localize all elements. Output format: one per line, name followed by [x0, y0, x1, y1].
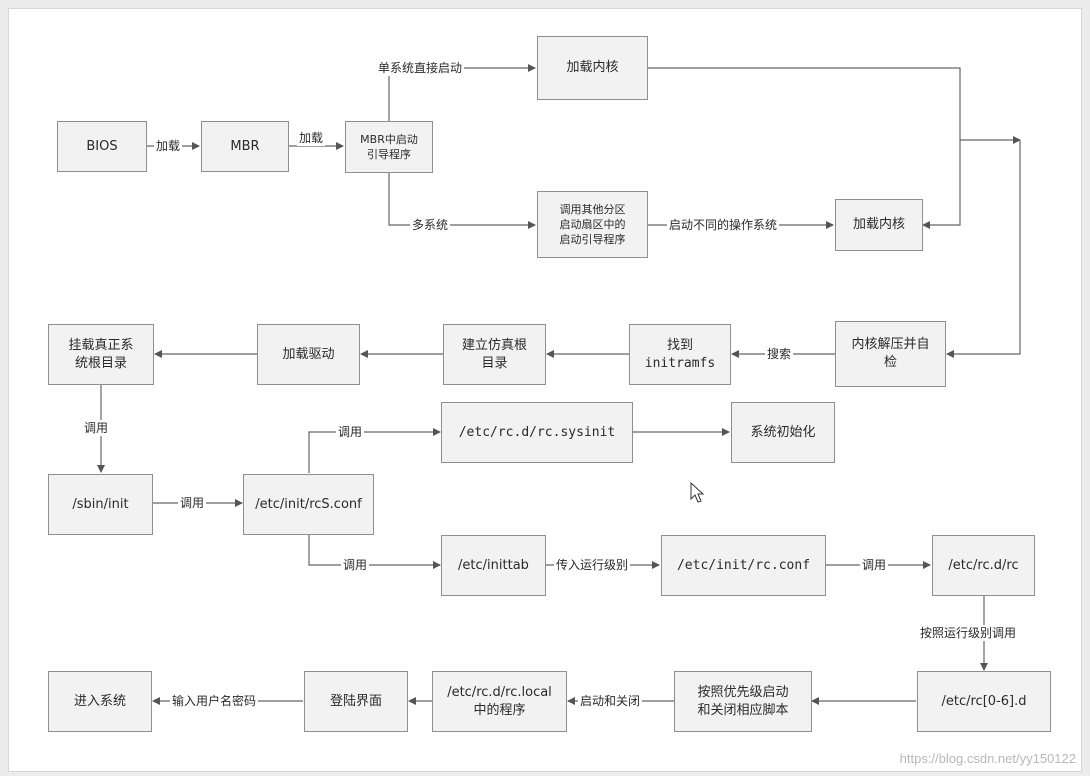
- node-bios: BIOS: [57, 121, 147, 172]
- label-bios-mbr: 加载: [154, 138, 183, 154]
- edge-top-kernel: [647, 67, 961, 229]
- label-call-rc: 调用: [860, 557, 889, 573]
- node-load-kernel-right: 加载内核: [835, 199, 923, 251]
- node-mbr: MBR: [201, 121, 289, 172]
- node-sbin-init: /sbin/init: [48, 474, 153, 535]
- node-find-initramfs: 找到 initramfs: [629, 324, 731, 385]
- label-single-system: 单系统直接启动: [376, 60, 465, 76]
- diagram-frame: [8, 8, 1082, 772]
- edge-rcs-inittab: [308, 534, 441, 569]
- node-kernel-decompress: 内核解压并自 检: [835, 321, 946, 387]
- node-mount-root: 挂载真正系 统根目录: [48, 324, 154, 385]
- label-boot-other-os: 启动不同的操作系统: [667, 217, 780, 233]
- label-multi-system: 多系统: [410, 217, 451, 233]
- node-load-kernel-top: 加载内核: [537, 36, 648, 100]
- edge-right-down: [946, 140, 1021, 358]
- node-rc-local: /etc/rc.d/rc.local 中的程序: [432, 671, 567, 732]
- node-mbr-boot: MBR中启动 引导程序: [345, 121, 433, 173]
- node-sys-init: 系统初始化: [731, 402, 835, 463]
- node-inittab: /etc/inittab: [441, 535, 546, 596]
- label-call-sysinit: 调用: [336, 424, 365, 440]
- node-enter-system: 进入系统: [48, 671, 152, 732]
- node-fake-root: 建立仿真根 目录: [443, 324, 546, 385]
- node-rcs-conf: /etc/init/rcS.conf: [243, 474, 374, 535]
- node-login-ui: 登陆界面: [304, 671, 408, 732]
- node-etc-rc: /etc/rc.d/rc: [932, 535, 1035, 596]
- label-start-stop: 启动和关闭: [578, 693, 643, 709]
- node-rc-n-d: /etc/rc[0-6].d: [917, 671, 1051, 732]
- edge-rcs-sysinit: [308, 428, 441, 473]
- label-mbr-boot: 加载: [297, 130, 326, 146]
- label-call-by-runlevel: 按照运行级别调用: [918, 625, 1019, 641]
- node-load-driver: 加载驱动: [257, 324, 360, 385]
- label-call-inittab: 调用: [341, 557, 370, 573]
- label-search: 搜索: [765, 346, 794, 362]
- node-rc-sysinit: /etc/rc.d/rc.sysinit: [441, 402, 633, 463]
- label-pass-runlevel: 传入运行级别: [554, 557, 631, 573]
- node-priority-scripts: 按照优先级启动 和关闭相应脚本: [674, 671, 812, 732]
- label-input-credentials: 输入用户名密码: [170, 693, 259, 709]
- label-call-sbininit: 调用: [178, 495, 207, 511]
- watermark: https://blog.csdn.net/yy150122: [899, 751, 1076, 766]
- node-init-rc-conf: /etc/init/rc.conf: [661, 535, 826, 596]
- edge-multi-system: [388, 173, 536, 229]
- node-other-partition: 调用其他分区 启动扇区中的 启动引导程序: [537, 191, 648, 258]
- mouse-cursor-icon: [690, 482, 705, 503]
- label-call-mount: 调用: [82, 420, 111, 436]
